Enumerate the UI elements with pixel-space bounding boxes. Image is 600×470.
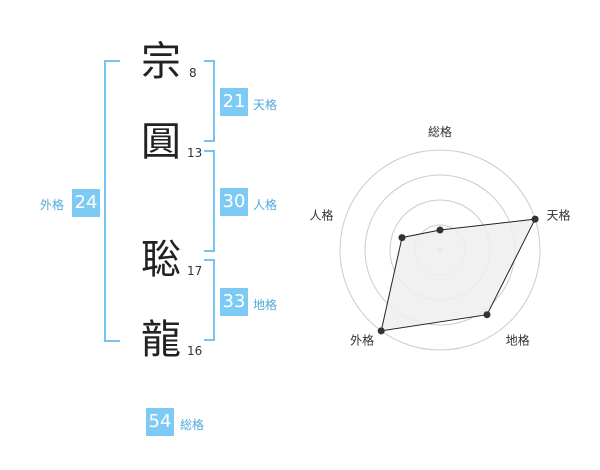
stroke-count-2: 13 — [187, 146, 203, 160]
jinkaku-label: 人格 — [253, 198, 278, 212]
chikaku-badge: 33 — [220, 288, 248, 316]
tenkaku-label: 天格 — [253, 98, 278, 112]
jinkaku-badge: 30 — [220, 188, 248, 216]
radar-point-1 — [436, 226, 444, 234]
radar-grid-ring — [339, 149, 541, 351]
stroke-count-4: 16 — [187, 344, 203, 358]
gaikaku-bracket — [104, 60, 120, 342]
chikaku-label: 地格 — [253, 298, 278, 312]
radar-axis-label-5: 人格 — [309, 207, 333, 222]
radar-series-polygon — [380, 218, 536, 332]
name-char-2: 圓 — [141, 119, 181, 165]
tenkaku-badge: 21 — [220, 88, 248, 116]
radar-axis-label-1: 総格 — [428, 124, 452, 139]
stroke-count-1: 8 — [189, 66, 197, 80]
radar-point-4 — [377, 327, 385, 335]
jinkaku-bracket — [204, 150, 215, 252]
gaikaku-label: 外格 — [40, 198, 65, 212]
name-char-1: 宗 — [141, 39, 181, 85]
radar-point-3 — [483, 311, 491, 319]
name-char-3: 聡 — [141, 237, 181, 283]
radar-point-5 — [398, 234, 406, 242]
soukaku-label: 総格 — [180, 418, 205, 432]
radar-axis-label-3: 地格 — [506, 333, 530, 348]
name-char-4: 龍 — [141, 317, 181, 363]
radar-axis-label-4: 外格 — [350, 333, 374, 348]
gaikaku-badge: 24 — [72, 189, 100, 217]
radar-point-2 — [531, 215, 539, 223]
radar-axis-label-2: 天格 — [547, 207, 571, 222]
tenkaku-bracket — [204, 60, 215, 142]
stroke-count-3: 17 — [187, 264, 203, 278]
chikaku-bracket — [204, 259, 215, 341]
soukaku-badge: 54 — [146, 408, 174, 436]
